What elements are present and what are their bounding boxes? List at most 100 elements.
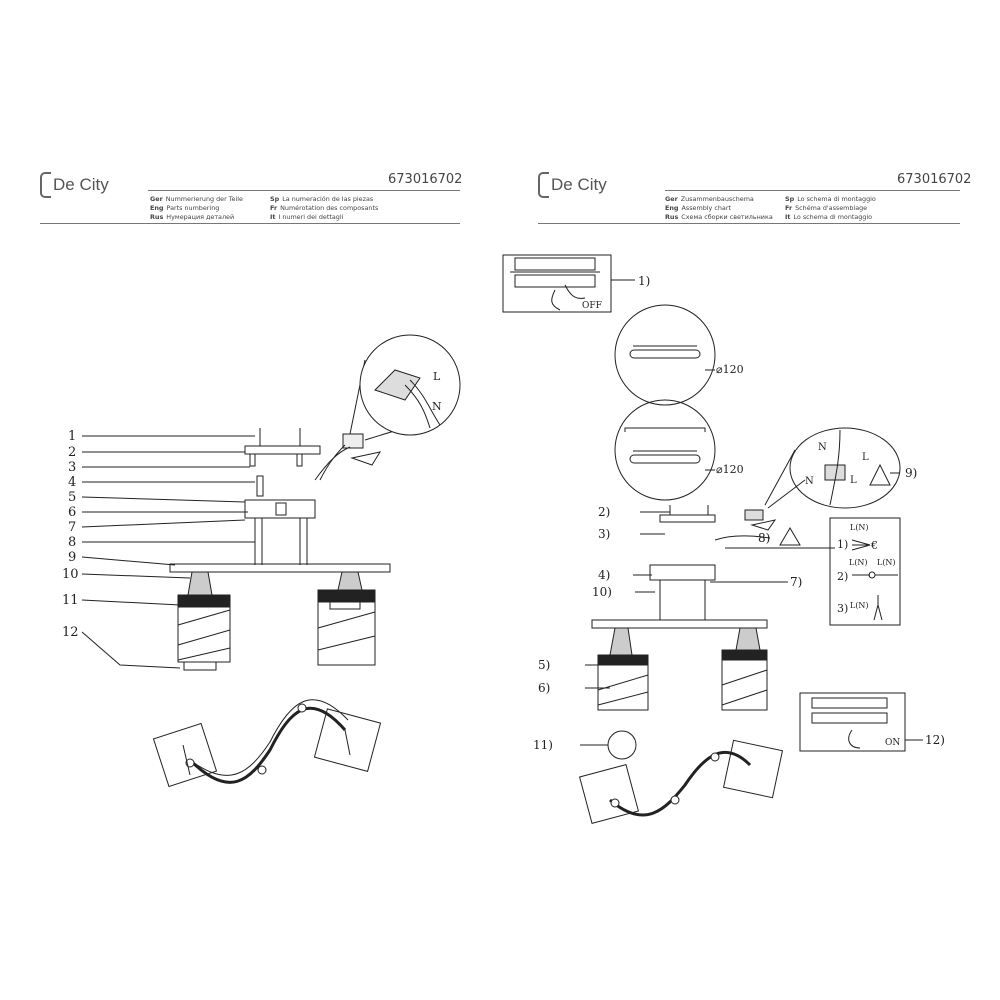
title-text: Parts numbering: [166, 204, 220, 212]
diameter-label-2: ⌀120: [716, 463, 744, 476]
wire-label-l: L: [862, 452, 869, 463]
part-number-3: 3: [68, 460, 76, 475]
step-12-label: 12): [925, 733, 945, 747]
brand-logo: De City: [538, 172, 607, 198]
option-1-label: 1): [837, 538, 848, 551]
lang-code: Eng: [150, 204, 164, 212]
part-number-2: 2: [68, 445, 76, 460]
off-label: OFF: [582, 301, 602, 311]
ln-label: L(N): [850, 523, 869, 532]
mounting-assembly: 2) 3) 8) 4) 10) 7): [591, 505, 835, 629]
lamp-shade-1: 5) 6) 11): [533, 627, 649, 760]
title-text: Схема сборки светильника: [681, 213, 773, 221]
wire-label-n: N: [432, 400, 442, 413]
title-text: Schéma d'assemblage: [795, 204, 868, 212]
step-4-label: 4): [598, 568, 610, 582]
wiring-options-box: 1) L(N) € 2) L(N) L(N) 3) L(N): [725, 517, 901, 626]
lang-code: Sp: [785, 195, 795, 203]
step-11-label: 11): [533, 738, 553, 752]
assembly-diagram: OFF 1) ⌀120 ⌀120 N L N L: [502, 254, 945, 825]
option-3-label: 3): [837, 602, 848, 615]
svg-text:€: €: [870, 539, 878, 552]
option-2-label: 2): [837, 570, 848, 583]
title-text: Nummerierung der Teile: [165, 195, 243, 203]
brand-name: De City: [551, 175, 607, 194]
lamp-shade-2: [317, 571, 376, 666]
part-number-4: 4: [68, 475, 76, 490]
lang-code: Fr: [785, 204, 793, 212]
part-labels: 1 2 3 4 5 6 7 8 9 10 11 12: [62, 429, 255, 669]
lang-code: Rus: [665, 213, 679, 221]
step-2-label: 2): [598, 505, 610, 519]
title-text: I numeri dei dettagli: [278, 213, 344, 221]
product-code: 673016702: [388, 172, 463, 187]
wire-label-n: N: [818, 442, 827, 453]
switch-off-panel: OFF 1): [502, 254, 650, 313]
step-6-label: 6): [538, 681, 550, 695]
lang-code: It: [270, 213, 276, 221]
title-text: La numeración de las piezas: [282, 195, 374, 203]
bracket-detail-circle-2: ⌀120: [614, 399, 744, 501]
part-number-8: 8: [68, 535, 76, 550]
brand-name: De City: [53, 175, 109, 194]
ln-label: L(N): [849, 558, 868, 567]
header-bottom-rule: [538, 223, 960, 224]
on-label: ON: [885, 738, 900, 748]
wire-connection-detail: N L N L 9): [764, 427, 917, 509]
part-number-5: 5: [68, 490, 76, 505]
part-number-9: 9: [68, 550, 76, 565]
lang-code: Eng: [665, 204, 679, 212]
step-8-label: 8): [758, 531, 770, 545]
title-text: Assembly chart: [681, 204, 731, 212]
title-text: Lo schema di montaggio: [797, 195, 876, 203]
step-3-label: 3): [598, 527, 610, 541]
wire-label-n: N: [805, 476, 814, 487]
step-5-label: 5): [538, 658, 550, 672]
bracket-detail-circle-1: ⌀120: [614, 304, 744, 406]
lang-code: Sp: [270, 195, 280, 203]
part-number-1: 1: [68, 429, 76, 444]
header-rule: [148, 190, 460, 191]
header-bottom-rule: [40, 223, 460, 224]
wire-label-l: L: [850, 475, 857, 486]
lamp-shade-1: [177, 571, 231, 671]
brand-logo: De City: [40, 172, 109, 198]
title-text: Нумерация деталей: [166, 213, 235, 221]
diameter-label-1: ⌀120: [716, 363, 744, 376]
part-number-6: 6: [68, 505, 76, 520]
canopy-bar: [169, 563, 391, 573]
title-text: Numérotation des composants: [280, 204, 379, 212]
part-number-10: 10: [62, 567, 79, 582]
step-9-label: 9): [905, 466, 917, 480]
ln-label: L(N): [877, 558, 896, 567]
step-10-label: 10): [592, 585, 612, 599]
top-view: [578, 739, 784, 825]
product-code: 673016702: [897, 172, 972, 187]
lamp-shade-2: [721, 627, 768, 711]
wire-detail-circle: L N: [359, 334, 461, 436]
lang-code: Rus: [150, 213, 164, 221]
switch-on-panel: ON 12): [799, 692, 945, 752]
part-number-11: 11: [62, 593, 79, 608]
header-rule: [665, 190, 960, 191]
wire-label-l: L: [433, 370, 441, 383]
part-number-12: 12: [62, 625, 79, 640]
part-number-7: 7: [68, 520, 76, 535]
exploded-parts-diagram: 1 2 3 4 5 6 7 8 9 10 11 12: [62, 334, 461, 788]
title-text: Lo schema di montaggio: [793, 213, 873, 221]
bracket: [244, 499, 316, 565]
step-1-label: 1): [638, 274, 650, 288]
mounting-plate: [244, 428, 321, 497]
lang-code: Ger: [150, 195, 163, 203]
lang-code: Fr: [270, 204, 278, 212]
lang-code: Ger: [665, 195, 678, 203]
lang-code: It: [785, 213, 791, 221]
top-view: [152, 699, 382, 788]
ln-label: L(N): [850, 601, 869, 610]
step-7-label: 7): [790, 575, 802, 589]
title-text: Zusammenbauschema: [680, 195, 754, 203]
